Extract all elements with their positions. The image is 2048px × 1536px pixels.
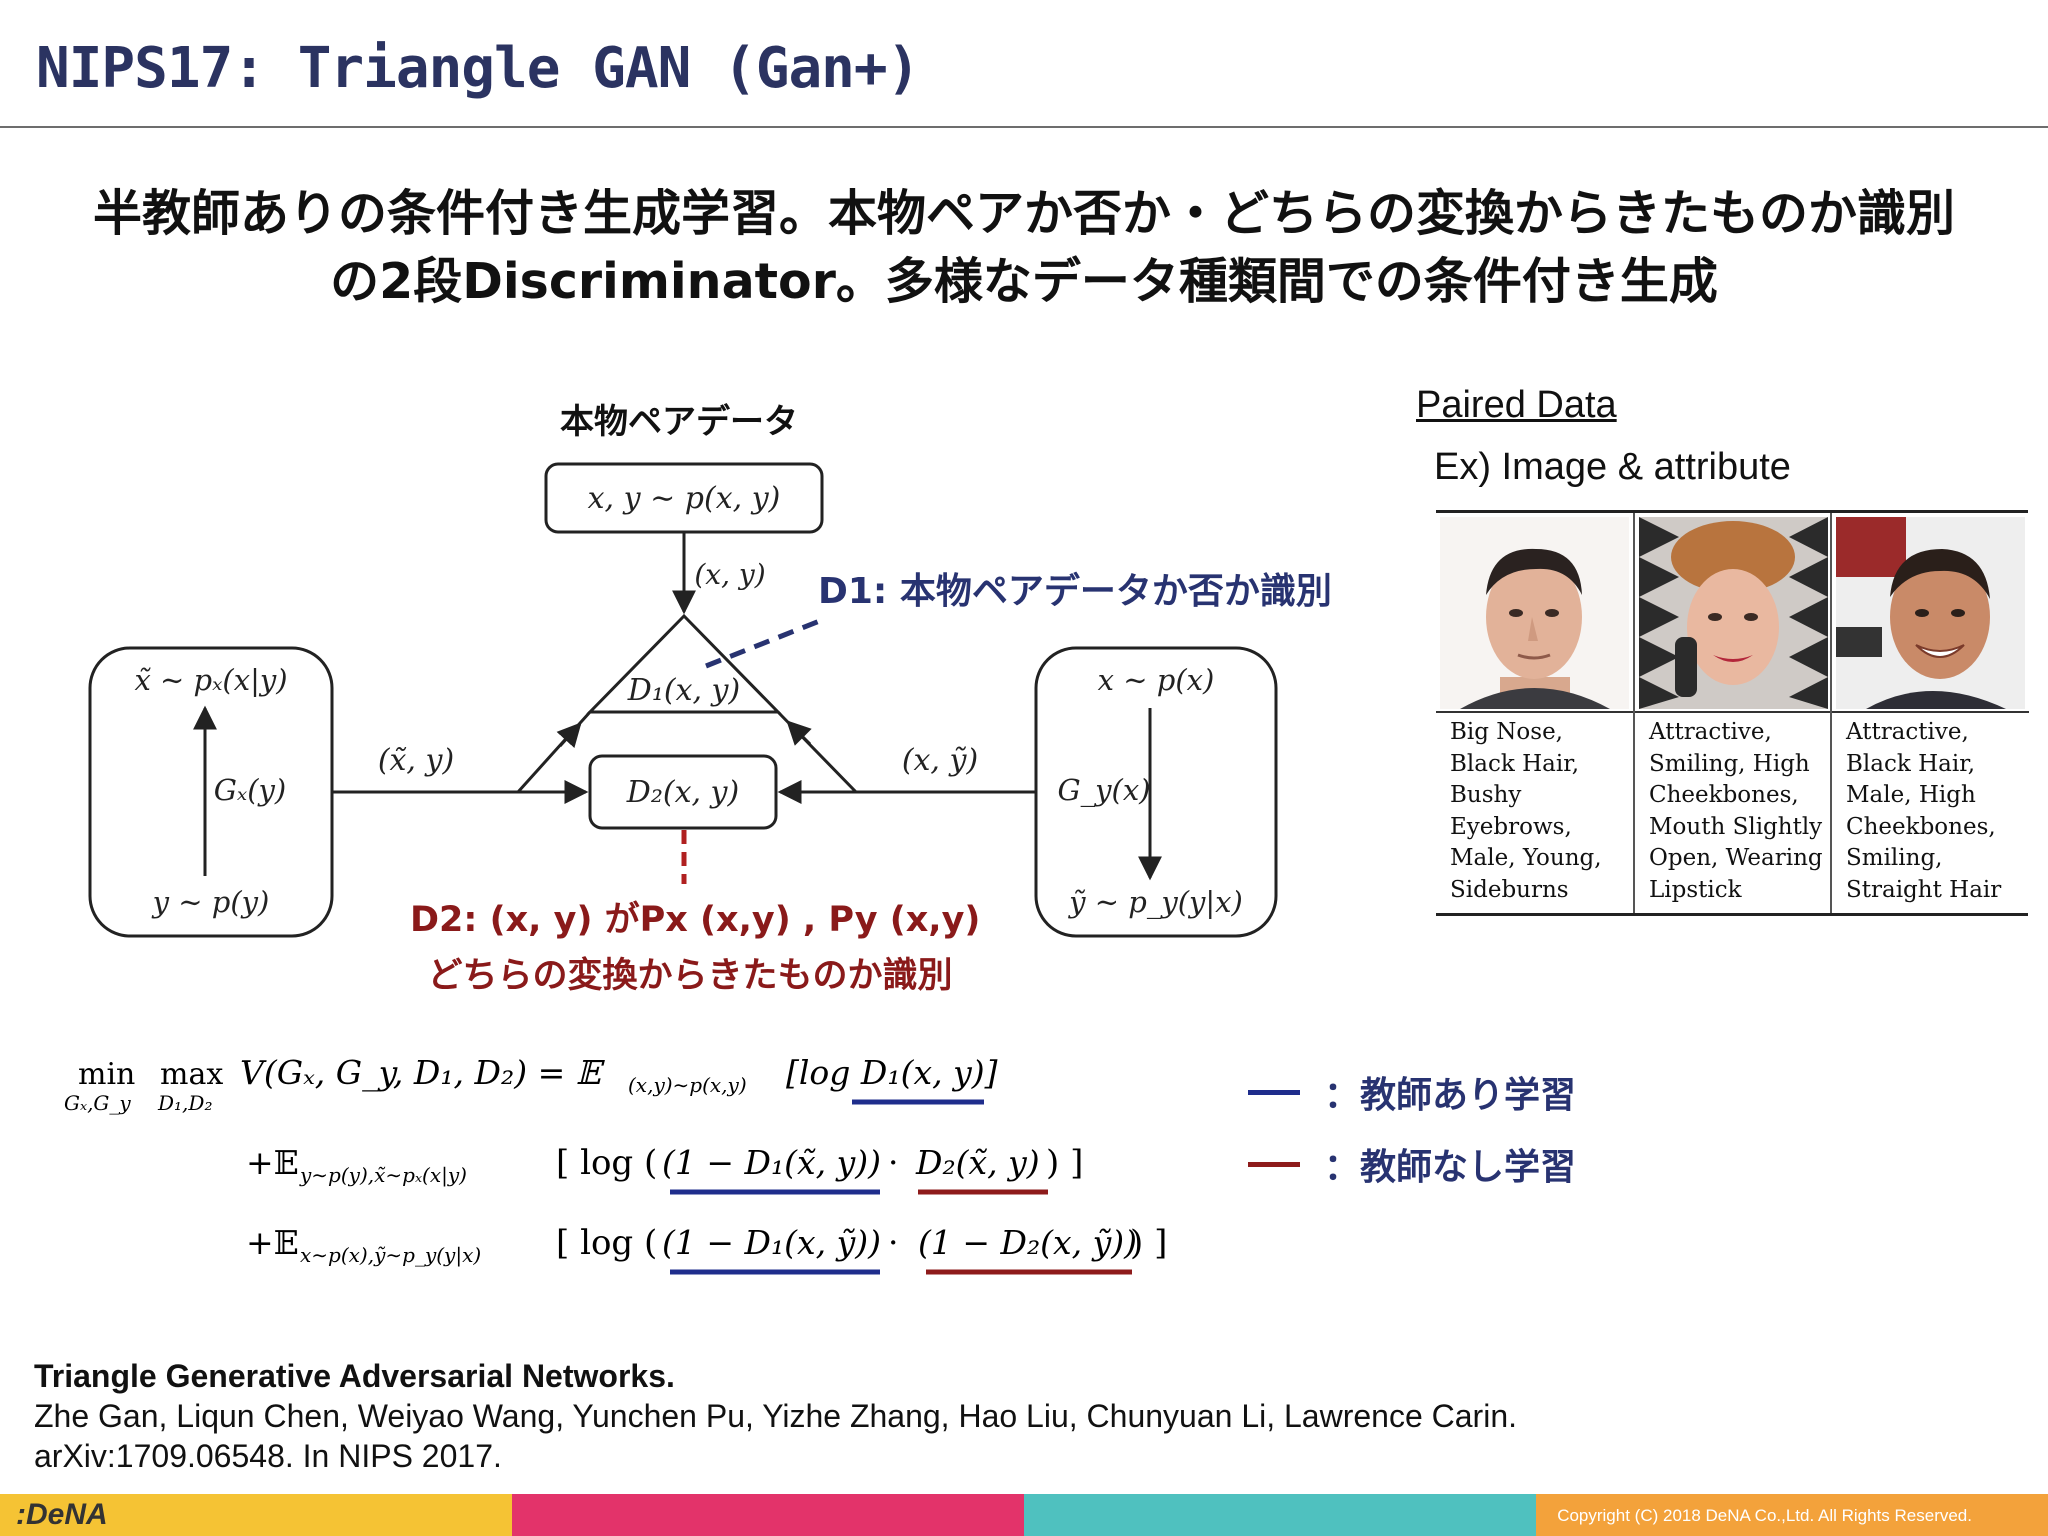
face-column-3: Attractive, Black Hair, Male, High Cheek… xyxy=(1830,513,2029,913)
footer-bar-teal xyxy=(1024,1494,1536,1536)
subtitle-line-1: 半教師ありの条件付き生成学習。本物ペアか否か・どちらの変換からきたものか識別 xyxy=(92,185,1955,242)
top-edge-label: (x, y) xyxy=(694,558,765,591)
d2-node-label: D₂(x, y) xyxy=(626,775,739,810)
footer-bar-pink xyxy=(512,1494,1024,1536)
eq-line2-term2: D₂(x̃, y) xyxy=(915,1143,1040,1182)
eq-line2-log: [ log ( xyxy=(556,1143,657,1183)
eq-max-sub: D₁,D₂ xyxy=(157,1091,212,1115)
real-pair-box-label: x, y ∼ p(x, y) xyxy=(588,481,781,516)
slide-title: NIPS17: Triangle GAN (Gan+) xyxy=(36,36,920,101)
reference-venue: arXiv:1709.06548. In NIPS 2017. xyxy=(34,1438,502,1474)
generator-y-box xyxy=(1034,646,1278,938)
legend-unsupervised-swatch xyxy=(1248,1162,1300,1167)
paired-data-subtitle: Ex) Image & attribute xyxy=(1434,446,1791,488)
eq-line2-dot: · xyxy=(888,1143,899,1182)
eq-line3-term2: (1 − D₂(x, ỹ)) xyxy=(918,1223,1137,1262)
paired-data-table: Big Nose, Black Hair, Bushy Eyebrows, Ma… xyxy=(1436,510,2029,916)
right-leg-arrow xyxy=(786,720,812,746)
right-box-bottom: ỹ ∼ p_y(y|x) xyxy=(1067,885,1243,920)
eq-line2-sub: y∼p(y),x̃∼pₓ(x|y) xyxy=(299,1163,467,1188)
eq-line2-term1: (1 − D₁(x̃, y)) xyxy=(662,1143,881,1182)
face-image-1 xyxy=(1440,517,1629,709)
left-leg-arrow xyxy=(556,722,582,749)
eq-line3-close: ) ] xyxy=(1130,1223,1167,1263)
face-column-1: Big Nose, Black Hair, Bushy Eyebrows, Ma… xyxy=(1436,513,1633,913)
eq-line1-tail: [log D₁(x, y)] xyxy=(786,1053,998,1092)
d2-box xyxy=(588,754,778,830)
face-attributes-3: Attractive, Black Hair, Male, High Cheek… xyxy=(1846,719,2002,903)
slide-subtitle: 半教師ありの条件付き生成学習。本物ペアか否か・どちらの変換からきたものか識別 の… xyxy=(0,180,2048,316)
face-column-2: Attractive, Smiling, High Cheekbones, Mo… xyxy=(1633,513,1832,913)
d2-explanation-line-2: どちらの変換からきたものか識別 xyxy=(427,956,953,996)
right-box-top: x ∼ p(x) xyxy=(1098,663,1215,697)
face-image-2 xyxy=(1639,517,1828,709)
eq-line3-sub: x∼p(x),ỹ∼p_y(y|x) xyxy=(300,1243,481,1268)
eq-line3-plus: +𝔼 xyxy=(246,1223,299,1262)
footer-bar-orange xyxy=(1536,1494,2048,1536)
reference: Triangle Generative Adversarial Networks… xyxy=(34,1356,1517,1476)
d1-dashed-pointer xyxy=(705,617,823,669)
eq-line2-close: ) ] xyxy=(1046,1143,1083,1183)
objective-equation: min Gₓ,G_y max D₁,D₂ V(Gₓ, G_y, D₁, D₂) … xyxy=(64,1053,1167,1268)
d1-explanation: D1: 本物ペアデータか否か識別 xyxy=(818,571,1332,612)
face-attributes-1: Big Nose, Black Hair, Bushy Eyebrows, Ma… xyxy=(1450,719,1602,903)
eq-max: max xyxy=(160,1057,223,1092)
right-box-mid: G_y(x) xyxy=(1057,773,1150,808)
copyright-text: Copyright (C) 2018 DeNA Co.,Ltd. All Rig… xyxy=(1557,1506,1972,1525)
right-edge-label: (x, ỹ) xyxy=(902,743,978,778)
face-image-3 xyxy=(1836,517,2025,709)
eq-line1-sub: (x,y)∼p(x,y) xyxy=(628,1073,747,1097)
left-box-top: x̃ ∼ pₓ(x|y) xyxy=(134,663,287,697)
title-divider xyxy=(0,126,2048,128)
eq-line3-term1: (1 − D₁(x, ỹ)) xyxy=(662,1223,881,1262)
d2-explanation-line-1: D2: (x, y) がPx (x,y) , Py (x,y) xyxy=(410,900,981,940)
footer: :DeNA Copyright (C) 2018 DeNA Co.,Ltd. A… xyxy=(0,1494,2048,1536)
face-attributes-2: Attractive, Smiling, High Cheekbones, Mo… xyxy=(1649,719,1823,903)
d1-triangle xyxy=(586,613,782,714)
eq-min: min xyxy=(78,1057,135,1092)
left-edge-label: (x̃, y) xyxy=(378,743,454,778)
eq-line3-dot: · xyxy=(888,1223,899,1262)
reference-authors: Zhe Gan, Liqun Chen, Weiyao Wang, Yunche… xyxy=(34,1398,1517,1434)
left-box-mid: Gₓ(y) xyxy=(214,773,286,807)
paired-data-title: Paired Data xyxy=(1416,384,1617,426)
dena-logo: :DeNA xyxy=(16,1498,108,1531)
generator-x-box xyxy=(88,646,334,938)
legend-supervised-swatch xyxy=(1248,1090,1300,1095)
eq-line1: V(Gₓ, G_y, D₁, D₂) = 𝔼 xyxy=(240,1053,606,1093)
d1-node-label: D₁(x, y) xyxy=(627,673,740,708)
subtitle-line-2: の2段Discriminator。多様なデータ種類間での条件付き生成 xyxy=(330,253,1718,310)
left-box-bottom: y ∼ p(y) xyxy=(151,885,270,919)
eq-line3-log: [ log ( xyxy=(556,1223,657,1263)
eq-line2-plus: +𝔼 xyxy=(246,1143,299,1182)
eq-min-sub: Gₓ,G_y xyxy=(64,1091,131,1115)
footer-bar-yellow xyxy=(0,1494,512,1536)
d2-explanation: D2: (x, y) がPx (x,y) , Py (x,y) どちらの変換から… xyxy=(410,892,981,1004)
diagram-title: 本物ペアデータ xyxy=(560,402,798,442)
reference-title: Triangle Generative Adversarial Networks… xyxy=(34,1358,675,1394)
